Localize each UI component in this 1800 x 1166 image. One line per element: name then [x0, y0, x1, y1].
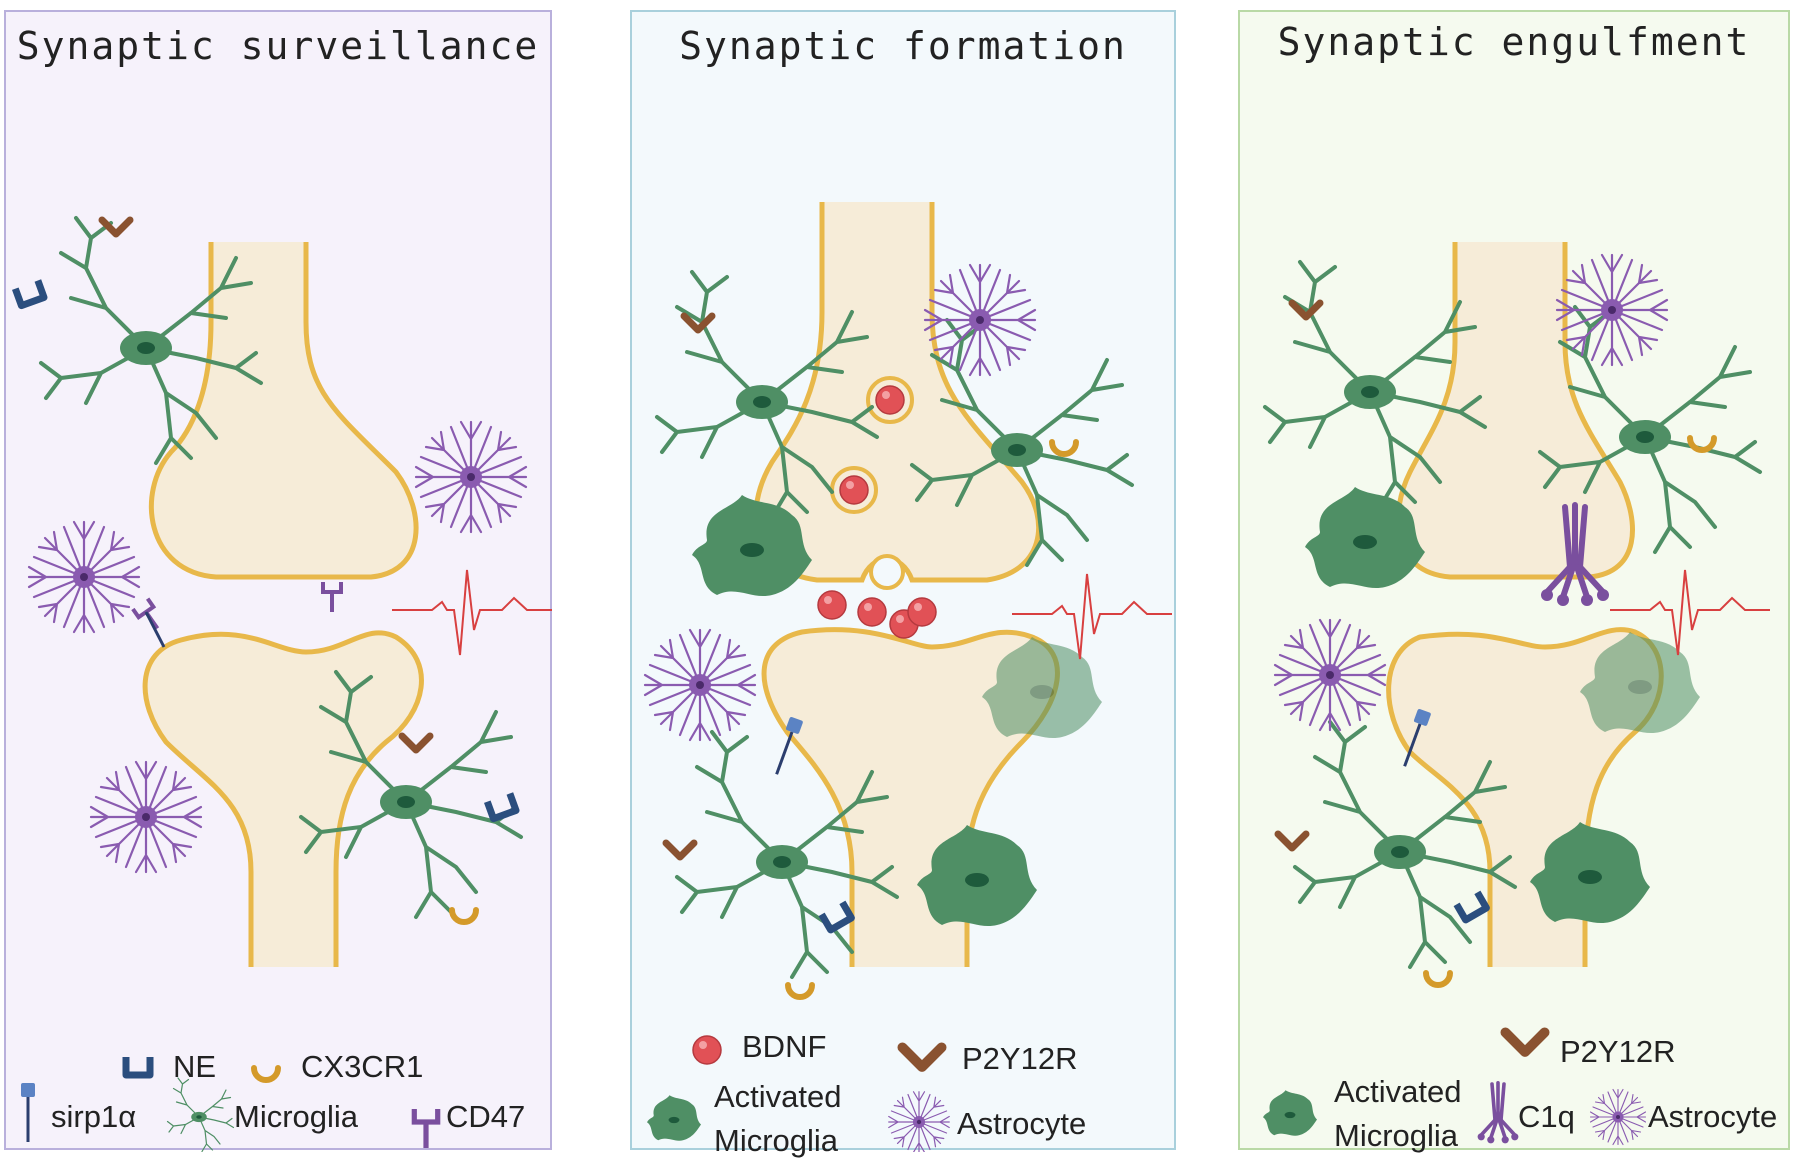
legend-label-astrocyte: Astrocyte	[957, 1106, 1087, 1141]
legend-label-microglia: Microglia	[714, 1123, 839, 1158]
sirp1a-stem	[144, 611, 166, 648]
astrocyte-icon	[643, 628, 757, 742]
ne-receptor-icon	[822, 902, 852, 930]
cd47-receptor-icon	[321, 580, 343, 614]
astrocyte-icon	[27, 520, 141, 634]
bdnf-vesicle-icon	[857, 597, 887, 627]
ne-receptor-icon	[1457, 892, 1487, 920]
bdnf-vesicle-icon	[692, 1035, 722, 1065]
ne-receptor-icon	[15, 280, 44, 305]
p2y12r-receptor-icon	[102, 220, 130, 234]
legend-label-p2y12r: P2Y12R	[962, 1041, 1078, 1076]
p2y12r-receptor-icon	[666, 843, 694, 857]
p2y12r-receptor-icon	[1505, 1032, 1544, 1052]
astrocyte-icon	[1589, 1088, 1647, 1146]
p2y12r-receptor-icon	[902, 1047, 941, 1067]
cd47-receptor-icon	[414, 1109, 437, 1148]
legend-label-p2y12r: P2Y12R	[1560, 1034, 1676, 1069]
bdnf-vesicle-icon	[839, 475, 869, 505]
legend-label-c1q: C1q	[1518, 1099, 1575, 1134]
ecg-trace-icon	[391, 569, 553, 656]
cx3cr1-receptor-icon	[1690, 438, 1714, 450]
legend-label-sirp1a: sirp1α	[51, 1099, 137, 1134]
postsynaptic-terminal	[142, 630, 424, 967]
microglia-icon	[166, 1077, 235, 1152]
activated-microglia-icon	[647, 1095, 701, 1141]
surveillance-scene	[6, 216, 553, 1152]
presynaptic-terminal	[1395, 242, 1635, 580]
ne-receptor-icon	[126, 1057, 150, 1075]
legend-label-activated: Activated	[714, 1079, 842, 1114]
ne-receptor-icon	[487, 793, 516, 818]
postsynaptic-terminal	[761, 627, 1060, 967]
astrocyte-icon	[923, 263, 1037, 377]
astrocyte-icon	[89, 760, 203, 874]
legend-label-activated: Activated	[1334, 1074, 1462, 1109]
legend-label-microglia: Microglia	[1334, 1118, 1459, 1153]
astrocyte-icon	[888, 1091, 950, 1152]
panel-title: Synaptic surveillance	[16, 24, 540, 68]
c1q-icon	[1475, 1081, 1521, 1146]
legend-label-bdnf: BDNF	[742, 1029, 827, 1064]
bdnf-vesicle-icon	[907, 597, 937, 627]
cx3cr1-receptor-icon	[1052, 442, 1076, 454]
panel-synaptic-engulfment: Synaptic engulfment P2Y12R Activated Mic…	[1238, 10, 1790, 1153]
astrocyte-icon	[1555, 253, 1669, 367]
astrocyte-icon	[414, 420, 528, 534]
bdnf-vesicle-icon	[875, 385, 905, 415]
legend-label-cd47: CD47	[446, 1099, 526, 1134]
cx3cr1-receptor-icon	[452, 910, 476, 922]
panel-title: Synaptic formation	[679, 24, 1127, 68]
sirp1a-receptor-icon	[19, 1081, 37, 1144]
panel-title: Synaptic engulfment	[1277, 20, 1751, 64]
activated-microglia-icon	[1263, 1090, 1317, 1136]
astrocyte-icon	[1273, 618, 1387, 732]
legend-label-cx3cr1: CX3CR1	[301, 1049, 424, 1084]
presynaptic-terminal	[149, 242, 419, 580]
bdnf-vesicle-icon	[817, 590, 847, 620]
cx3cr1-receptor-icon	[254, 1068, 278, 1080]
formation-scene	[643, 202, 1173, 1152]
legend-label-microglia: Microglia	[234, 1099, 359, 1134]
panel-synaptic-formation: Synaptic formation BDNF P	[630, 10, 1176, 1158]
cx3cr1-receptor-icon	[788, 985, 812, 997]
legend-label-astrocyte: Astrocyte	[1648, 1099, 1778, 1134]
legend-label-ne: NE	[173, 1049, 217, 1084]
p2y12r-receptor-icon	[1278, 834, 1306, 848]
panel-synaptic-surveillance: Synaptic surveillance NE CX3CR1 sirp1α M…	[4, 10, 553, 1152]
cx3cr1-receptor-icon	[1426, 973, 1450, 985]
engulfment-scene	[1263, 242, 1771, 1146]
p2y12r-receptor-icon	[402, 736, 430, 750]
